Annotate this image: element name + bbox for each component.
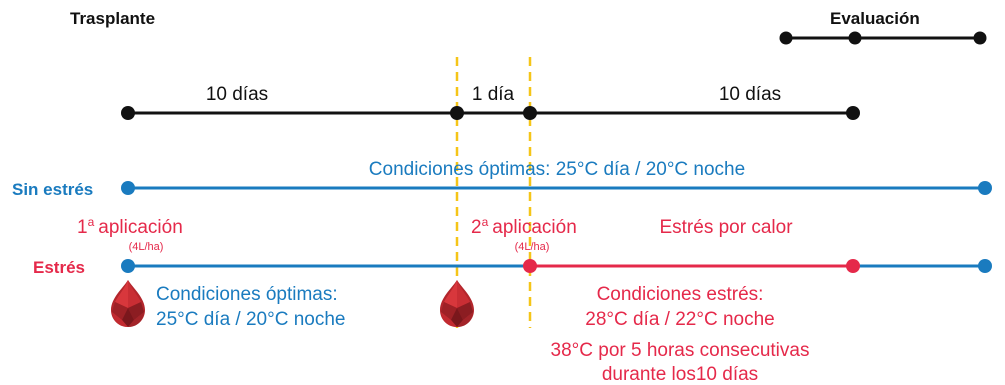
timeline-label-seg2: 1 día	[472, 84, 515, 105]
estres-label: Estrés	[33, 258, 85, 277]
estres-node-start	[121, 259, 135, 273]
stress-conditions-line3: 38°C por 5 horas consecutivas	[551, 340, 810, 361]
timeline-node-2	[450, 106, 464, 120]
evaluation-node-1	[779, 31, 793, 45]
timeline-label-seg1: 10 días	[206, 84, 268, 105]
estres-node-stress-end	[846, 259, 860, 273]
evaluation-node-2	[848, 31, 862, 45]
app1-num: 1	[77, 217, 88, 238]
heat-stress-label: Estrés por calor	[659, 217, 793, 238]
optimal-conditions-line2: 25°C día / 20°C noche	[156, 309, 345, 330]
app2-dose: (4L/ha)	[515, 241, 550, 253]
title-trasplante: Trasplante	[70, 9, 155, 28]
app2-text: aplicación	[492, 217, 577, 238]
estres-node-end	[978, 259, 992, 273]
drop-icon	[440, 280, 474, 327]
drop-icon	[111, 280, 145, 327]
stress-conditions-line1: Condiciones estrés:	[597, 284, 764, 305]
timeline-label-seg3: 10 días	[719, 84, 781, 105]
app1-sup: a	[88, 215, 95, 229]
app1-dose: (4L/ha)	[129, 241, 164, 253]
sin-estres-node-start	[121, 181, 135, 195]
estres-node-stress-start	[523, 259, 537, 273]
optimal-conditions-line1: Condiciones óptimas:	[156, 284, 338, 305]
sin-estres-node-end	[978, 181, 992, 195]
timeline-node-3	[523, 106, 537, 120]
app2-num: 2	[471, 217, 482, 238]
sin-estres-caption: Condiciones óptimas: 25°C día / 20°C noc…	[369, 159, 745, 180]
stress-conditions-line2: 28°C día / 22°C noche	[585, 309, 774, 330]
stress-conditions-line4: durante los10 días	[602, 364, 758, 385]
title-evaluacion: Evaluación	[830, 9, 920, 28]
timeline-node-start	[121, 106, 135, 120]
app2-sup: a	[482, 215, 489, 229]
evaluation-node-3	[973, 31, 987, 45]
timeline-node-end	[846, 106, 860, 120]
app1-text: aplicación	[98, 217, 183, 238]
sin-estres-label: Sin estrés	[12, 180, 93, 199]
